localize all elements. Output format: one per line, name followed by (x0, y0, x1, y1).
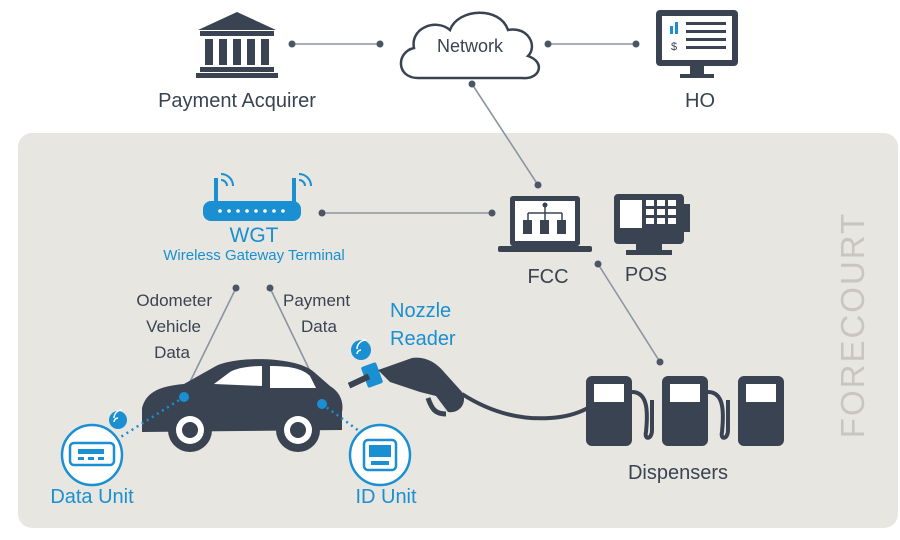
cloud-icon (399, 11, 541, 80)
network-fcc-link (471, 83, 539, 186)
bank-icon (196, 12, 278, 78)
pos-label: POS (624, 264, 668, 286)
router-icon (203, 173, 312, 221)
payment-data-label-2: Data (301, 317, 337, 336)
device-links (115, 395, 367, 442)
id-unit-label: ID Unit (355, 486, 417, 508)
ho-monitor-icon: $ (656, 10, 738, 78)
data-unit-icon (60, 409, 127, 487)
fcc-laptop-icon (498, 196, 592, 252)
svg-text:$: $ (671, 41, 677, 53)
network-label: Network (436, 36, 504, 56)
dispenser-3 (738, 376, 784, 446)
forecourt-label: FORECOURT (834, 211, 871, 439)
odometer-label-3: Data (154, 343, 190, 362)
fuel-nozzle-icon (378, 357, 465, 417)
nozzle-reader-icon (347, 339, 383, 389)
fcc-label: FCC (527, 266, 569, 288)
connector-dots (232, 40, 664, 366)
payment-data-label-1: Payment (283, 291, 351, 310)
data-unit-label: Data Unit (50, 486, 134, 508)
wgt-label: WGT (229, 224, 279, 247)
odometer-link (185, 287, 237, 391)
dispensers-label: Dispensers (627, 462, 729, 484)
dispensers-icon (586, 376, 784, 446)
wgt-full-label: Wireless Gateway Terminal (163, 247, 345, 264)
odometer-label-2: Vehicle (146, 317, 201, 336)
odometer-label-1: Odometer (136, 291, 212, 310)
dispenser-1 (586, 376, 654, 446)
car-icon (142, 359, 343, 452)
nozzle-reader-label-2: Reader (390, 328, 456, 350)
nozzle-reader-label-1: Nozzle (390, 300, 452, 322)
pos-terminal-icon (614, 194, 690, 255)
id-unit-icon (348, 423, 412, 487)
payment-acquirer-label: Payment Acquirer (158, 90, 316, 112)
ho-label: HO (685, 90, 715, 112)
fcc-dispenser-link (597, 263, 661, 363)
dispenser-2 (662, 376, 730, 446)
